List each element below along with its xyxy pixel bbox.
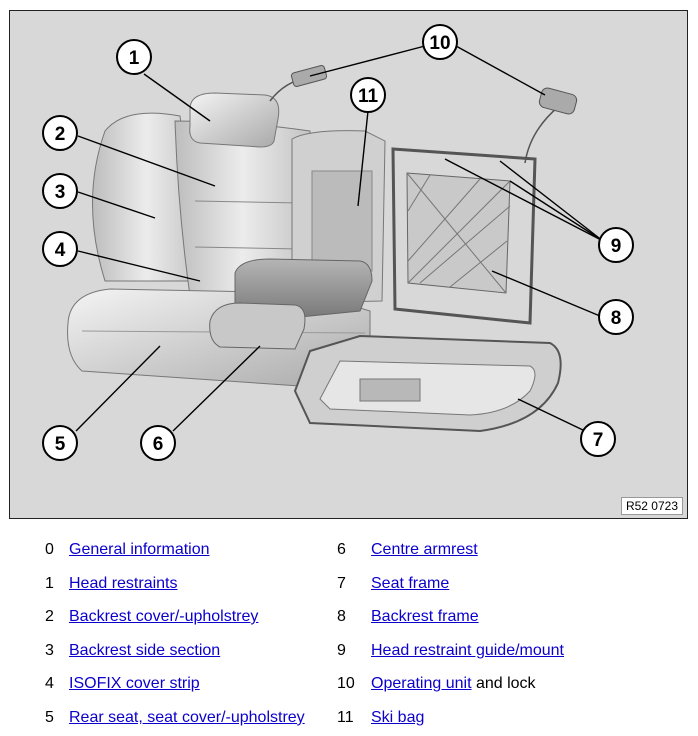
legend-link-head-restraint-guide[interactable]: Head restraint guide/mount — [371, 642, 564, 659]
callout-4: 4 — [42, 231, 78, 267]
callout-8: 8 — [598, 299, 634, 335]
legend-number: 1 — [45, 575, 54, 592]
svg-text:5: 5 — [55, 434, 66, 455]
callout-5: 5 — [42, 425, 78, 461]
legend-link-rear-seat-cover[interactable]: Rear seat, seat cover/-upholstrey — [69, 709, 305, 726]
legend-link-backrest-side-section[interactable]: Backrest side section — [69, 642, 221, 659]
legend-number: 5 — [45, 709, 54, 726]
callout-10: 10 — [422, 24, 458, 60]
callout-3: 3 — [42, 173, 78, 209]
seat-illustration: 1 2 3 4 5 6 7 8 9 10 11 — [42, 24, 634, 461]
leader-lines — [75, 45, 604, 432]
centre-armrest-shape — [234, 258, 373, 318]
svg-text:11: 11 — [358, 86, 379, 107]
callout-2: 2 — [42, 115, 78, 151]
legend-number: 0 — [45, 541, 54, 558]
svg-text:7: 7 — [593, 430, 604, 451]
callout-markers: 1 2 3 4 5 6 7 8 9 10 11 — [42, 24, 634, 461]
svg-text:10: 10 — [429, 33, 450, 54]
legend-link-head-restraints[interactable]: Head restraints — [69, 575, 178, 592]
legend-suffix-and-lock: and lock — [471, 675, 536, 692]
legend-link-operating-unit[interactable]: Operating unit — [371, 675, 472, 692]
legend-number: 4 — [45, 675, 54, 692]
svg-text:8: 8 — [611, 308, 622, 329]
legend-number: 10 — [337, 675, 355, 692]
legend-link-isofix-cover-strip[interactable]: ISOFIX cover strip — [69, 675, 200, 692]
legend-number: 11 — [337, 709, 354, 726]
legend-link-centre-armrest[interactable]: Centre armrest — [371, 541, 478, 558]
legend-link-ski-bag[interactable]: Ski bag — [371, 709, 425, 726]
legend-link-general-information[interactable]: General information — [69, 541, 210, 558]
callout-6: 6 — [140, 425, 176, 461]
callout-1: 1 — [116, 39, 152, 75]
legend-number: 6 — [337, 541, 346, 558]
legend-number: 3 — [45, 642, 54, 659]
legend-number: 8 — [337, 608, 346, 625]
svg-text:3: 3 — [55, 182, 66, 203]
svg-text:6: 6 — [153, 434, 164, 455]
backrest-frame-shape — [391, 147, 537, 325]
svg-text:4: 4 — [55, 240, 66, 261]
exploded-seat-diagram: 1 2 3 4 5 6 7 8 9 10 11 R52 0723 — [9, 10, 688, 519]
callout-7: 7 — [580, 421, 616, 457]
callout-9: 9 — [598, 227, 634, 263]
callout-11: 11 — [350, 77, 386, 113]
head-restraint-shape — [189, 92, 280, 148]
legend-number: 2 — [45, 608, 54, 625]
figure-reference-label: R52 0723 — [620, 497, 683, 515]
legend-link-seat-frame[interactable]: Seat frame — [371, 575, 450, 592]
legend-number: 9 — [337, 642, 346, 659]
legend-number: 7 — [337, 575, 346, 592]
svg-text:9: 9 — [611, 236, 622, 257]
svg-text:1: 1 — [129, 48, 140, 69]
legend-link-backrest-cover[interactable]: Backrest cover/-upholstrey — [69, 608, 259, 625]
backrest-side-section-shape — [92, 112, 201, 282]
legend-link-backrest-frame[interactable]: Backrest frame — [371, 608, 479, 625]
svg-text:2: 2 — [55, 124, 66, 145]
